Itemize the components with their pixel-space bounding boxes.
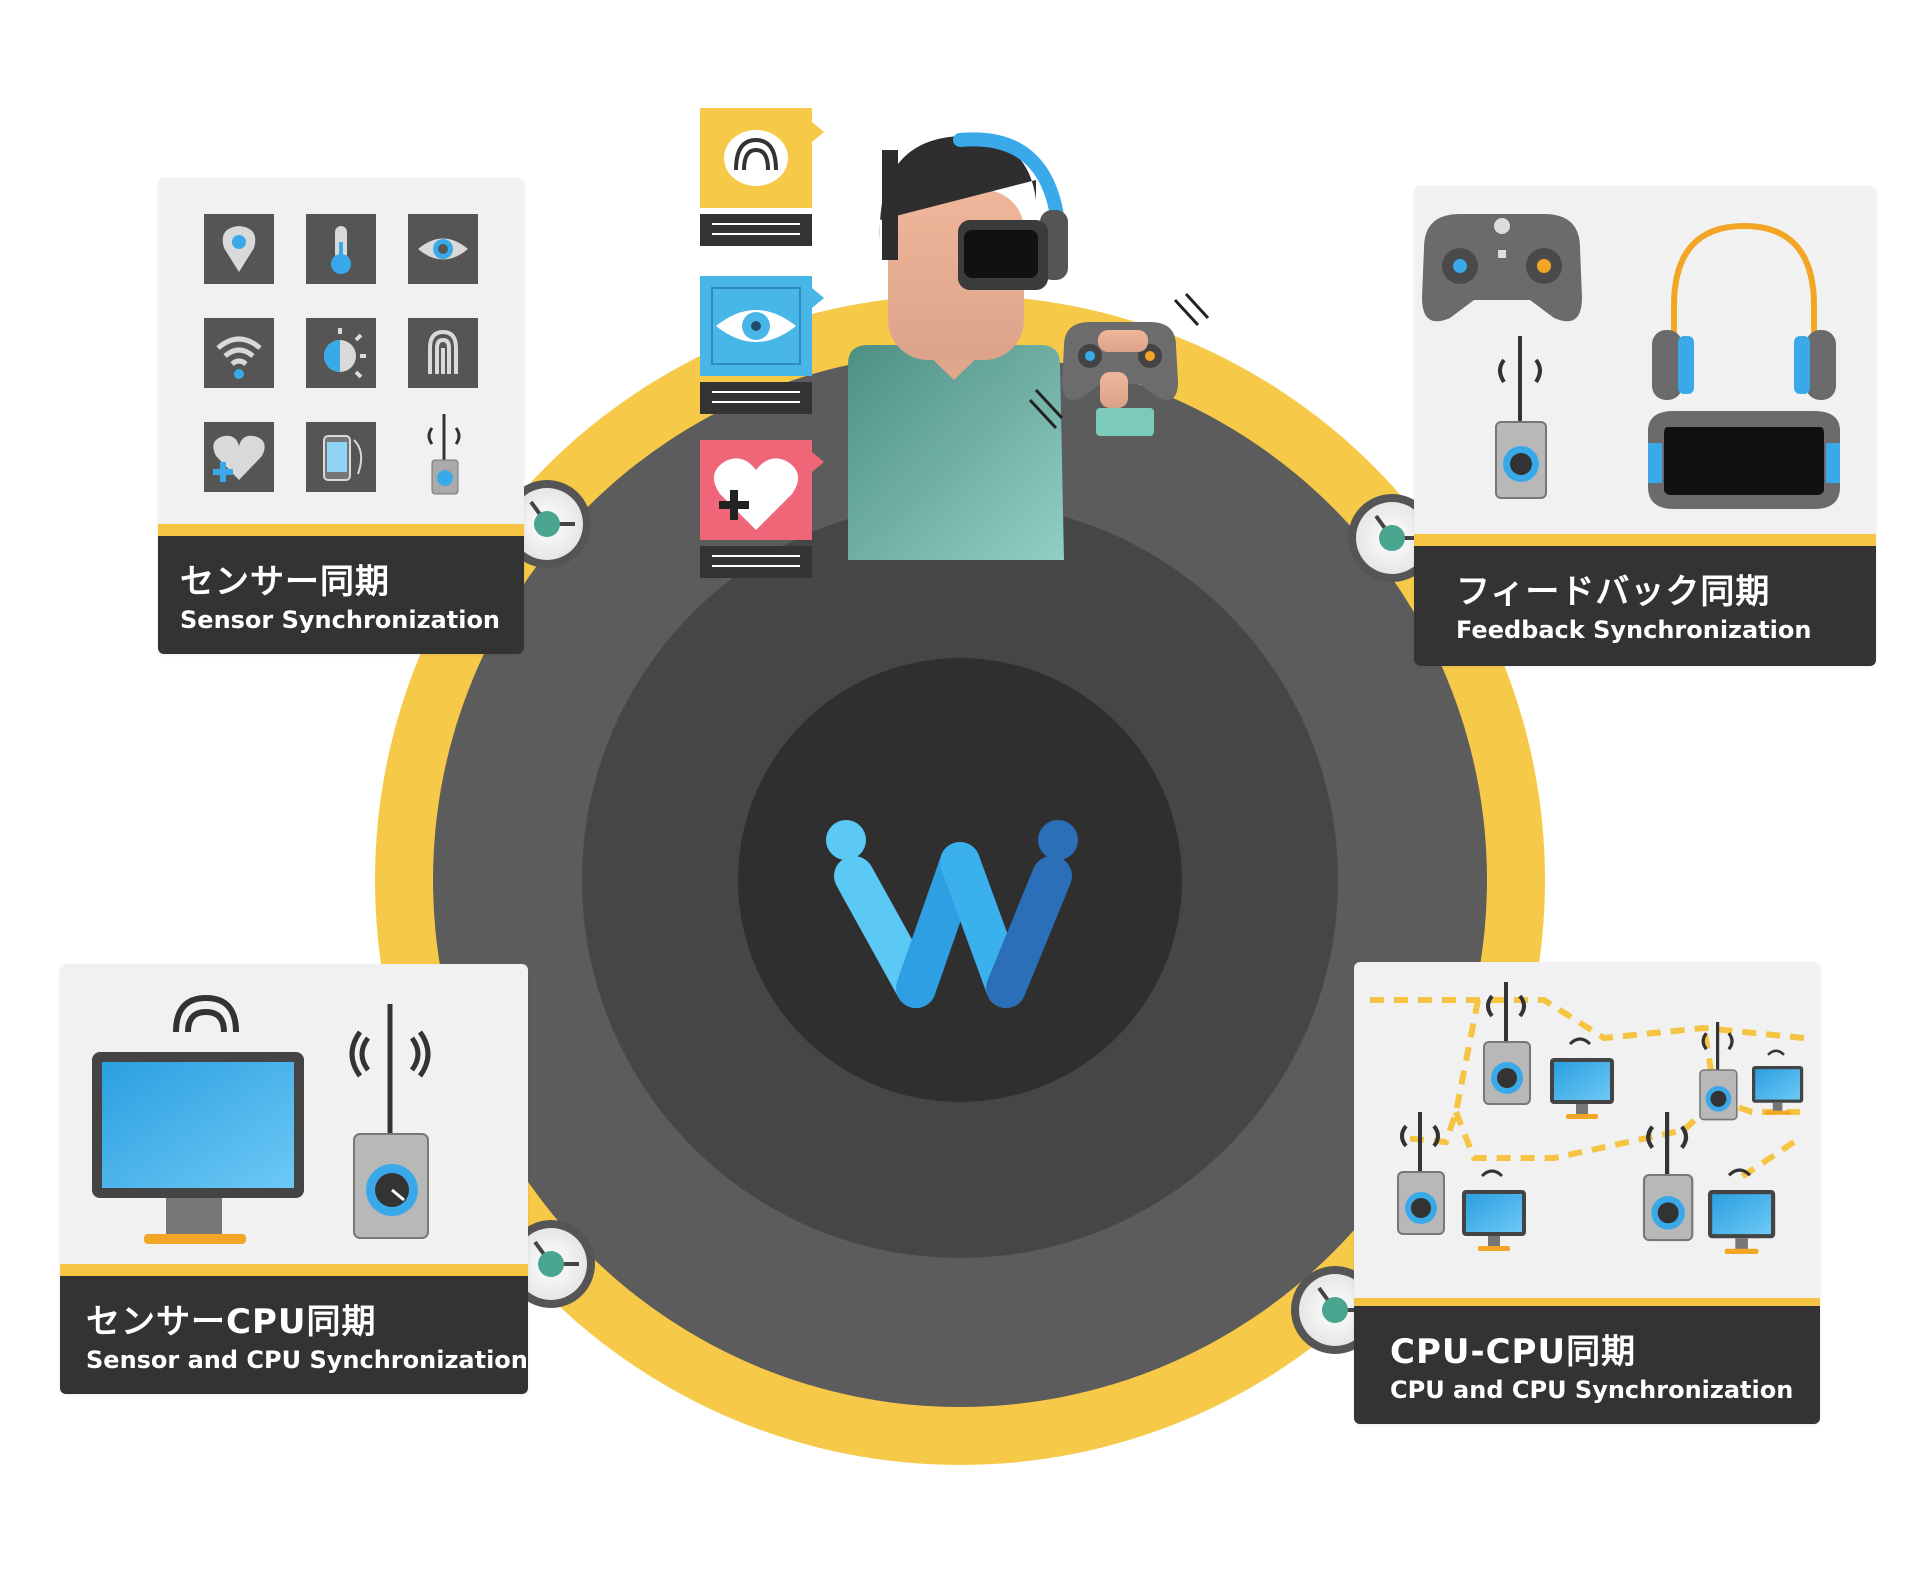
monitor-icon bbox=[1462, 1169, 1526, 1251]
cpu-cpu-sync-panel: CPU-CPU同期 CPU and CPU Synchronization bbox=[1354, 962, 1820, 1424]
sensor-sync-caption: センサー同期 Sensor Synchronization bbox=[158, 536, 524, 654]
monitor-icon bbox=[92, 1052, 304, 1244]
feedback-sync-panel: フィードバック同期 Feedback Synchronization bbox=[1414, 186, 1876, 666]
feedback-icons bbox=[1414, 214, 1876, 546]
eye-icon bbox=[408, 214, 478, 284]
gamepad-icon bbox=[1422, 214, 1582, 322]
gamepad-icon bbox=[1062, 322, 1178, 400]
headphones-band-icon bbox=[953, 132, 1065, 229]
monitor-icon bbox=[1550, 1037, 1614, 1119]
sensor-sync-panel: センサー同期 Sensor Synchronization bbox=[158, 178, 524, 654]
motion-lines-icon bbox=[1028, 292, 1210, 430]
sync-dial-icon bbox=[503, 480, 591, 568]
cpu-cpu-network bbox=[1354, 982, 1820, 1310]
eye-icon bbox=[711, 287, 801, 365]
user-figure bbox=[848, 132, 1210, 560]
w-logo-icon bbox=[826, 820, 1078, 1008]
signal-icon bbox=[173, 994, 239, 1033]
thermometer-icon bbox=[306, 214, 376, 284]
monitor-icon bbox=[1752, 1049, 1804, 1115]
heart-card bbox=[700, 440, 824, 578]
phone-tilt-icon bbox=[306, 422, 376, 492]
wireless-sync-device-icon bbox=[1495, 336, 1547, 499]
sensor-sync-title-jp: センサー同期 bbox=[180, 562, 390, 602]
wireless-sync-device-icon bbox=[427, 414, 461, 495]
sensor-cpu-sync-panel: センサーCPU同期 Sensor and CPU Synchronization bbox=[60, 964, 528, 1394]
user-torso bbox=[848, 345, 1064, 560]
brain-card bbox=[700, 108, 824, 246]
feedback-sync-title-en: Feedback Synchronization bbox=[1456, 616, 1812, 644]
fingerprint-icon bbox=[408, 318, 478, 388]
heart-health-icon bbox=[204, 422, 274, 492]
vr-headset-icon bbox=[1648, 411, 1840, 509]
wireless-sync-device-icon bbox=[1397, 1112, 1445, 1235]
sync-dials bbox=[503, 480, 1436, 1354]
wireless-sync-device-icon bbox=[1699, 1022, 1738, 1121]
sensor-icons-grid bbox=[158, 214, 524, 536]
user-cards bbox=[700, 108, 824, 578]
user-hair bbox=[879, 136, 1036, 240]
sync-dial-icon bbox=[507, 1220, 595, 1308]
eye-card bbox=[700, 276, 824, 414]
monitor-icon bbox=[1708, 1168, 1776, 1255]
feedback-sync-caption: フィードバック同期 Feedback Synchronization bbox=[1414, 546, 1876, 666]
sensor-cpu-icons bbox=[60, 994, 528, 1276]
cpu-cpu-sync-title-jp: CPU-CPU同期 bbox=[1390, 1332, 1637, 1372]
wireless-sync-device-icon bbox=[349, 1004, 431, 1239]
sensor-cpu-sync-title-en: Sensor and CPU Synchronization bbox=[86, 1346, 528, 1374]
location-pin-icon bbox=[204, 214, 274, 284]
wireless-sync-device-icon bbox=[1642, 1112, 1694, 1242]
cpu-cpu-sync-title-en: CPU and CPU Synchronization bbox=[1390, 1376, 1794, 1404]
feedback-sync-title-jp: フィードバック同期 bbox=[1456, 572, 1771, 612]
user-hand bbox=[1098, 330, 1148, 352]
heart-plus-icon bbox=[713, 458, 799, 530]
cpu-cpu-sync-caption: CPU-CPU同期 CPU and CPU Synchronization bbox=[1354, 1306, 1820, 1424]
headphones-icon bbox=[1652, 222, 1836, 400]
brain-icon bbox=[724, 130, 788, 186]
sensor-cpu-sync-title-jp: センサーCPU同期 bbox=[86, 1302, 377, 1342]
wifi-icon bbox=[204, 318, 274, 388]
sensor-sync-title-en: Sensor Synchronization bbox=[180, 606, 501, 634]
sensor-cpu-sync-caption: センサーCPU同期 Sensor and CPU Synchronization bbox=[60, 1276, 528, 1394]
light-sensor-icon bbox=[306, 318, 376, 388]
wireless-sync-device-icon bbox=[1483, 982, 1531, 1105]
